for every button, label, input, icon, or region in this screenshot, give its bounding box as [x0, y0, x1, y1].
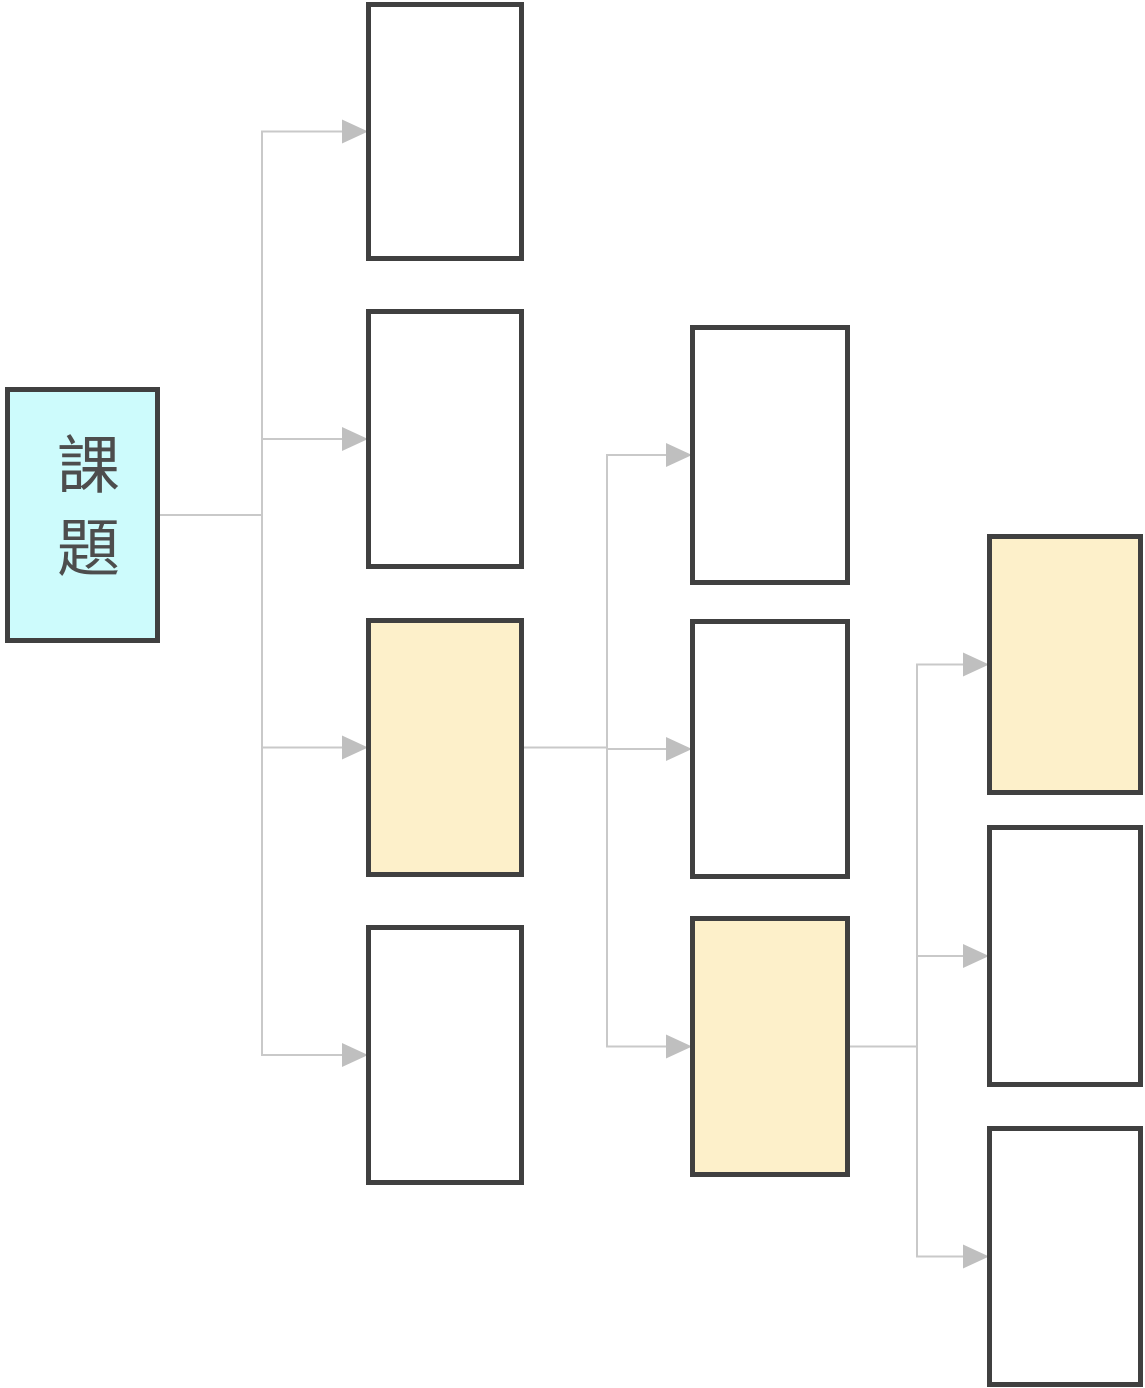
edge-line — [848, 663, 964, 1258]
level3-node-2[interactable] — [987, 825, 1143, 1087]
arrowhead-icon — [342, 1043, 368, 1067]
level1-node-3-highlighted[interactable] — [366, 618, 524, 877]
level1-node-4[interactable] — [366, 925, 524, 1185]
edge-line — [524, 454, 667, 1048]
arrowhead-icon — [342, 427, 368, 451]
arrowhead-icon — [342, 119, 368, 144]
level1-node-1[interactable] — [366, 2, 524, 261]
arrowhead-icon — [963, 1244, 989, 1269]
arrowhead-icon — [666, 1034, 692, 1059]
edge-group-root-to-level1 — [160, 119, 368, 1067]
arrowhead-icon — [666, 443, 692, 467]
level2-node-3-highlighted[interactable] — [690, 916, 850, 1177]
arrowhead-icon — [963, 652, 989, 677]
level2-node-2[interactable] — [690, 619, 850, 879]
edge-group-level1-to-level2 — [524, 443, 692, 1059]
root-task-node[interactable]: 課題 — [5, 387, 160, 643]
level3-node-3[interactable] — [987, 1126, 1143, 1387]
arrowhead-icon — [963, 944, 989, 968]
edge-group-level2-to-level3 — [848, 652, 989, 1269]
level2-node-1[interactable] — [690, 325, 850, 585]
edge-line — [160, 130, 343, 1056]
level3-node-1-highlighted[interactable] — [987, 534, 1143, 795]
arrowhead-icon — [342, 735, 368, 760]
root-task-label: 課題 — [48, 432, 118, 598]
level1-node-2[interactable] — [366, 309, 524, 569]
arrowhead-icon — [666, 737, 692, 761]
